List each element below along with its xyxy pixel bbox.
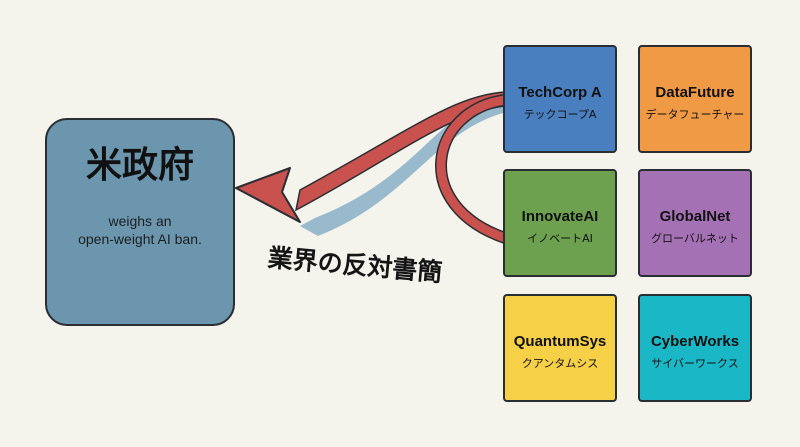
company-name-ja: サイバーワークス (651, 357, 739, 370)
company-name-ja: クアンタムシス (521, 357, 599, 370)
arrow-head (235, 167, 301, 223)
company-box-techcorp-a: TechCorp A テックコープA (503, 45, 617, 153)
government-description: weighs an open-weight AI ban. (47, 212, 233, 248)
government-desc-line1: weighs an (108, 213, 172, 229)
us-government-box: 米政府 weighs an open-weight AI ban. (45, 118, 235, 326)
company-name-ja: グローバルネット (651, 232, 739, 245)
company-name-en: QuantumSys (513, 333, 607, 350)
company-name-ja: イノベートAI (527, 232, 593, 245)
industry-letter-label: 業界の反対書簡 (266, 243, 444, 288)
company-name-ja: データフューチャー (645, 108, 745, 121)
company-box-globalnet: GlobalNet グローバルネット (638, 169, 752, 277)
arrow-shadow (300, 98, 507, 236)
arrow-shaft (294, 91, 506, 212)
company-name-en: CyberWorks (650, 333, 740, 350)
company-name-en: GlobalNet (659, 208, 731, 225)
arrow-loop-fill (436, 95, 510, 243)
government-desc-line2: open-weight AI ban. (78, 231, 202, 247)
company-box-quantumsys: QuantumSys クアンタムシス (503, 294, 617, 402)
company-name-en: DataFuture (655, 84, 735, 101)
company-name-ja: テックコープA (523, 108, 597, 121)
company-name-en: InnovateAI (521, 208, 599, 225)
company-name-en: TechCorp A (518, 84, 602, 101)
company-box-datafuture: DataFuture データフューチャー (638, 45, 752, 153)
company-box-innovateai: InnovateAI イノベートAI (503, 169, 617, 277)
government-title: 米政府 (85, 145, 194, 186)
company-box-cyberworks: CyberWorks サイバーワークス (638, 294, 752, 402)
arrow-loop (435, 94, 511, 244)
